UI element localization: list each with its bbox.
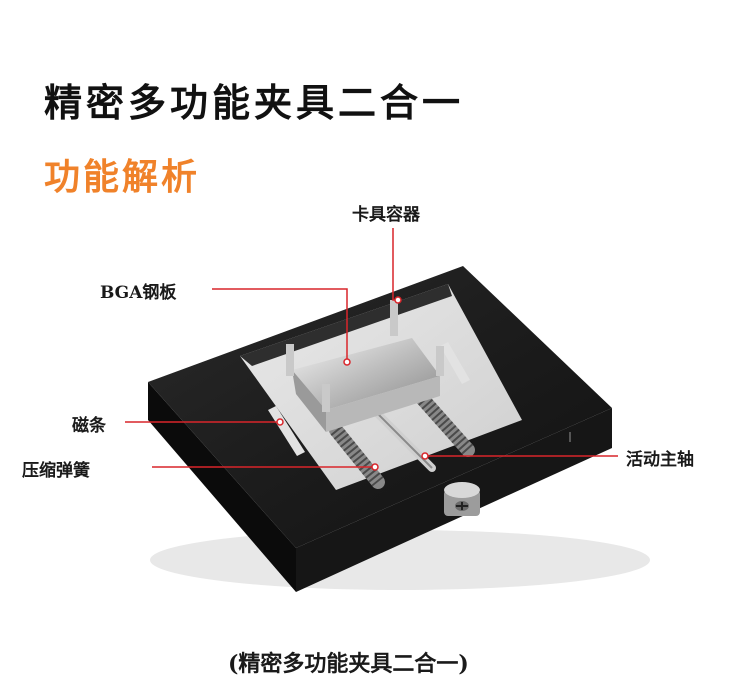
callout-line-fixture-container bbox=[392, 228, 398, 301]
label-bga-plate: BGA钢板 bbox=[100, 283, 177, 303]
clip-post-3 bbox=[436, 346, 444, 376]
clip-post-4 bbox=[322, 384, 330, 412]
callout-dot-bga-plate bbox=[343, 358, 351, 366]
fixture-tray-front bbox=[326, 376, 440, 432]
fixture-tray-side bbox=[292, 370, 326, 432]
product-caption: (精密多功能夹具二合一) bbox=[228, 651, 469, 677]
spring-right bbox=[413, 389, 475, 457]
callout-dot-magnet-strip bbox=[276, 418, 284, 426]
spring-left bbox=[329, 423, 385, 489]
magnet-strip-left bbox=[268, 406, 305, 456]
label-magnet-strip: 磁条 bbox=[72, 416, 106, 436]
callout-dot-compression-spring bbox=[371, 463, 379, 471]
magnet-strip-right bbox=[440, 342, 470, 384]
label-compression-spring: 压缩弹簧 bbox=[22, 461, 90, 481]
clip-post-2 bbox=[390, 300, 398, 336]
label-fixture-container: 卡具容器 bbox=[352, 205, 420, 225]
callout-line-bga-plate bbox=[212, 288, 348, 362]
section-subtitle: 功能解析 bbox=[44, 157, 201, 198]
frame-side-left bbox=[148, 382, 296, 592]
callout-dot-fixture-container bbox=[394, 296, 402, 304]
adjustment-knob[interactable] bbox=[444, 482, 480, 516]
callout-dot-main-shaft bbox=[421, 452, 429, 460]
page-title: 精密多功能夹具二合一 bbox=[44, 81, 465, 125]
label-main-shaft: 活动主轴 bbox=[626, 450, 694, 470]
clip-post-1 bbox=[286, 344, 294, 376]
